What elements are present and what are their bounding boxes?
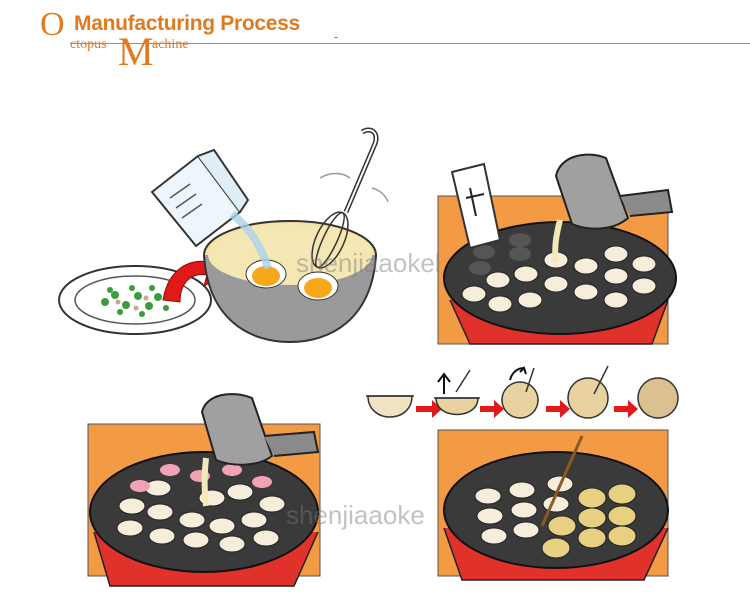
measuring-cup-icon	[150, 148, 272, 270]
logo-letter-o: O	[40, 6, 65, 43]
bowl-icon	[203, 220, 377, 344]
logo-letter-m: M	[118, 29, 154, 74]
header-dash	[334, 37, 338, 38]
step-1-mixing	[58, 127, 389, 344]
pitcher-icon	[552, 153, 674, 263]
subtitle-left: ctopus	[70, 37, 107, 52]
turning-sequence	[366, 365, 679, 419]
step-3-filling	[87, 393, 321, 587]
watermark: shenjiaaoke	[286, 500, 425, 530]
skewer-icon	[540, 435, 584, 527]
watermark: shenjiaaokel	[296, 248, 441, 278]
step-2-pouring	[437, 153, 677, 345]
page-title: Manufacturing Process	[74, 12, 300, 35]
pitcher-icon	[200, 393, 320, 507]
header: O Manufacturing Process ctopus M achine	[0, 0, 750, 80]
header-rule	[70, 43, 750, 44]
box-icon	[450, 162, 502, 250]
step-4-turning	[437, 429, 669, 581]
whisk-icon	[311, 127, 389, 269]
subtitle-right: achine	[152, 37, 189, 52]
